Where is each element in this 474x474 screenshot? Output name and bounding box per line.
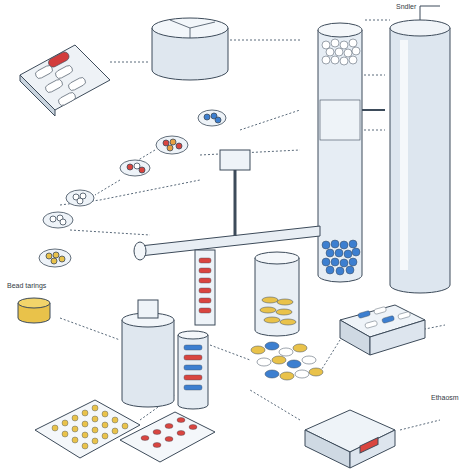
- part-label: Ethaosm: [430, 394, 460, 402]
- part-label: Sndler: [395, 3, 417, 11]
- part-label: Bead tarings: [6, 282, 47, 290]
